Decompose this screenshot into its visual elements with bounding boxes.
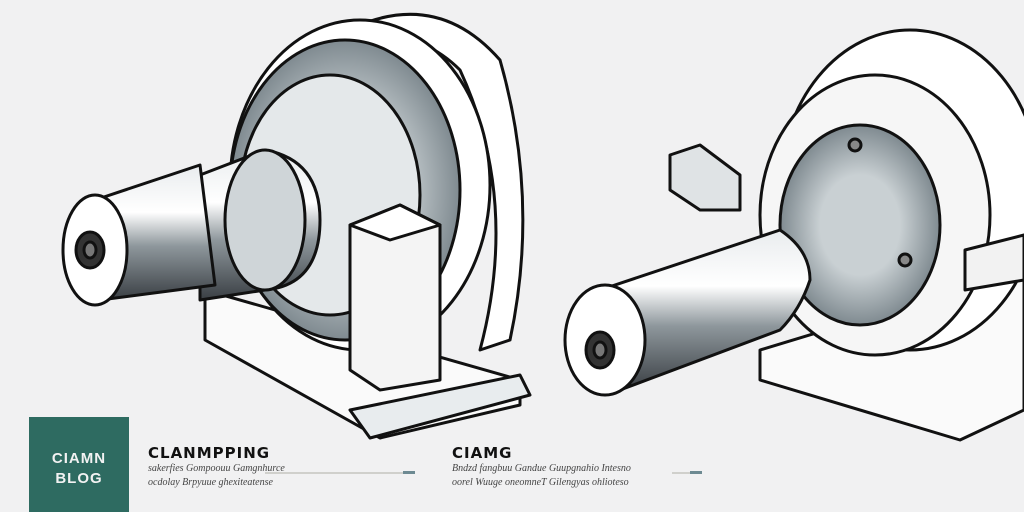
badge-line-2: BLOG bbox=[55, 470, 103, 487]
caption-left: CLANMPPING sakerfies Gompoouu Gamgnhurce… bbox=[148, 444, 285, 490]
right-clamp-machine bbox=[563, 28, 1024, 442]
caption-line: ocdolay Brpyuue ghexiteatense bbox=[148, 477, 273, 488]
divider-line bbox=[672, 471, 702, 474]
caption-line: sakerfies Gompoouu Gamgnhurce bbox=[148, 463, 285, 474]
caption-right: CIAMG Bndzd fangbuu Gandue Guupgnahio In… bbox=[452, 444, 631, 490]
divider-line bbox=[265, 471, 415, 474]
caption-title: CIAMG bbox=[452, 444, 513, 462]
left-clamp-machine bbox=[61, 12, 532, 440]
caption-title: CLANMPPING bbox=[148, 444, 271, 462]
caption-line: Bndzd fangbuu Gandue Guupgnahio Intesno bbox=[452, 463, 631, 474]
badge-line-1: CIAMN bbox=[51, 450, 107, 467]
blog-badge: CIAMN BLOG bbox=[29, 417, 129, 512]
caption-line: oorel Wuuge oneomneT Gilengyas ohlioteso bbox=[452, 477, 629, 488]
